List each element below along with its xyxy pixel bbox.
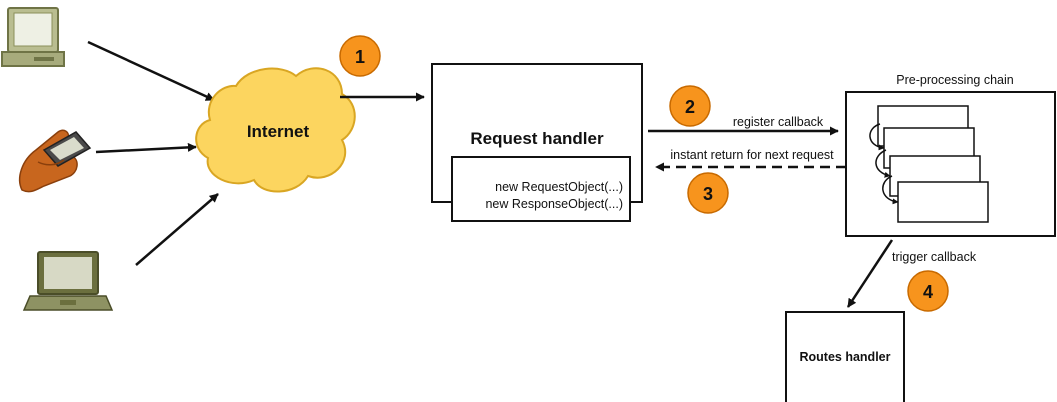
step-4-badge: 4 [907, 270, 949, 312]
middleware-card-4 [897, 181, 989, 223]
internet-label: Internet [247, 122, 310, 141]
desktop-to-internet-arrow [87, 40, 215, 102]
step-1-badge: 1 [339, 35, 381, 77]
handheld-device-icon [18, 129, 92, 193]
laptop-to-internet-arrow [135, 193, 219, 266]
handheld-to-internet-arrow [95, 142, 197, 154]
step-4-number: 4 [923, 282, 933, 302]
laptop-icon [22, 251, 114, 311]
middleware-stack [869, 105, 989, 223]
preprocessing-chain-label: Pre-processing chain [896, 73, 1013, 87]
trigger-callback-label: trigger callback [892, 250, 977, 264]
step-3-badge: 3 [687, 172, 729, 214]
step-2-number: 2 [685, 97, 695, 117]
object-creation-box [451, 156, 631, 222]
desktop-computer-icon [1, 7, 65, 67]
trigger-callback-arrow [846, 239, 894, 308]
request-handler-label: Request handler [470, 129, 604, 148]
register-callback-label: register callback [733, 115, 824, 129]
routes-handler-label: Routes handler [800, 350, 891, 364]
step-2-badge: 2 [669, 85, 711, 127]
internet-cloud [195, 67, 356, 193]
step-3-number: 3 [703, 184, 713, 204]
routes-handler-box [785, 311, 905, 402]
step-1-number: 1 [355, 47, 365, 67]
instant-return-label: instant return for next request [670, 148, 834, 162]
new-response-object-label: new ResponseObject(...) [485, 197, 623, 211]
new-request-object-label: new RequestObject(...) [495, 180, 623, 194]
